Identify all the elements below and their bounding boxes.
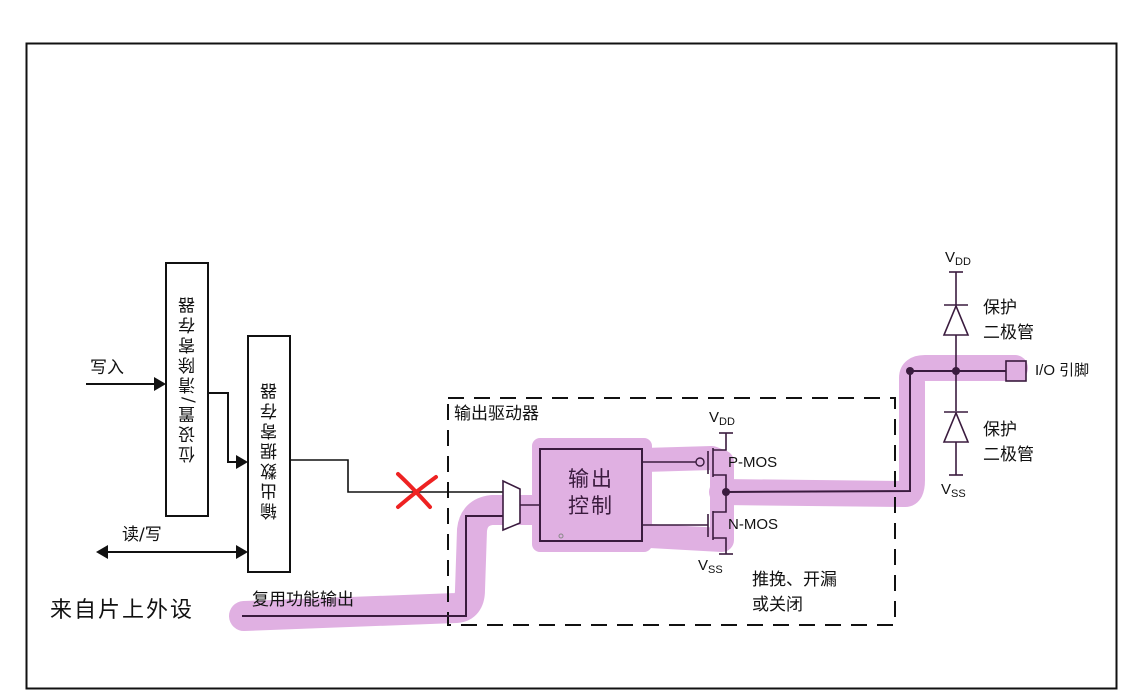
driver-mode-line2: 或关闭 [752, 594, 803, 615]
write-label: 写入 [90, 358, 124, 378]
diode-vdd-sub: DD [955, 256, 971, 268]
vss-sub: SS [708, 564, 723, 576]
multiplexer [502, 479, 521, 532]
diode-vdd-label: VDD [945, 250, 971, 268]
data-register-output-wire [290, 459, 505, 493]
outer-frame [25, 42, 1118, 690]
protect-diode-bottom-label: 保护 二极管 [983, 418, 1034, 467]
protect-diode-bottom-line2: 二极管 [983, 444, 1034, 465]
protect-diode-top-line2: 二极管 [983, 322, 1034, 343]
vss-v: V [698, 557, 709, 574]
output-control-box [539, 448, 643, 542]
alt-function-output-label: 复用功能输出 [252, 590, 354, 610]
nmos-transistor [707, 492, 733, 555]
output-control-line2: 控制 [568, 494, 614, 519]
read-write-label: 读/写 [122, 525, 162, 545]
protect-diode-top-label: 保护 二极管 [983, 296, 1034, 345]
driver-mode-label: 推挽、开漏 或关闭 [752, 568, 837, 617]
output-data-register-label: 输出数据寄存器 [261, 380, 281, 520]
output-driver-label: 输出驱动器 [454, 404, 539, 424]
diode-vss-label: VSS [941, 482, 966, 500]
pmos-vdd-label: VDD [709, 410, 735, 428]
output-driver-box [447, 397, 896, 626]
vdd-sub: DD [719, 416, 735, 428]
nmos-label: N-MOS [728, 516, 778, 533]
io-pin-label: I/O 引脚 [1035, 362, 1090, 379]
output-control-label: 输出 控制 [548, 466, 634, 521]
protection-diode-top [942, 271, 970, 371]
bit-set-reset-register-label: 位设置/清除寄存器 [179, 294, 199, 463]
alt-function-wire [242, 515, 505, 617]
diode-vdd-v: V [945, 249, 956, 266]
protect-diode-top-line1: 保护 [983, 298, 1017, 318]
pmos-label: P-MOS [728, 454, 778, 471]
diode-vss-v: V [941, 481, 952, 498]
vdd-v: V [709, 409, 720, 426]
protect-diode-bottom-line1: 保护 [983, 420, 1017, 440]
output-data-register [247, 335, 291, 573]
diode-vss-sub: SS [951, 488, 966, 500]
pmos-transistor [707, 432, 733, 492]
io-pin [1005, 360, 1027, 382]
pmos-gate-bubble [695, 457, 705, 467]
from-peripheral-label: 来自片上外设 [50, 598, 195, 623]
disabled-cross-mark [396, 472, 438, 509]
read-write-arrow [96, 545, 248, 559]
nmos-vss-label: VSS [698, 558, 723, 576]
protection-diode-bottom [942, 371, 970, 476]
reg1-to-reg2-arrow [208, 392, 248, 469]
write-arrow [86, 377, 166, 391]
driver-mode-line1: 推挽、开漏 [752, 570, 837, 590]
output-control-line1: 输出 [568, 467, 614, 491]
bit-set-reset-register [165, 262, 209, 517]
